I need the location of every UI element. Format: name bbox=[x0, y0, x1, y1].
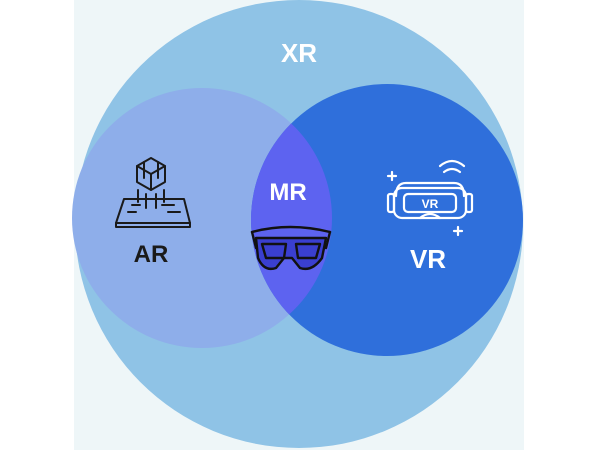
mixed-reality-glasses-icon bbox=[250, 225, 332, 271]
xr-label: XR bbox=[281, 38, 317, 68]
left-margin bbox=[0, 0, 74, 450]
vr-circle bbox=[251, 84, 523, 356]
mr-label: MR bbox=[269, 179, 306, 206]
vr-headset-icon bbox=[386, 159, 474, 237]
right-margin bbox=[524, 0, 600, 450]
ar-label: AR bbox=[134, 241, 169, 268]
vr-label: VR bbox=[410, 244, 446, 274]
vr-headset-badge: VR bbox=[422, 197, 439, 211]
hologram-cube-icon bbox=[115, 157, 191, 228]
